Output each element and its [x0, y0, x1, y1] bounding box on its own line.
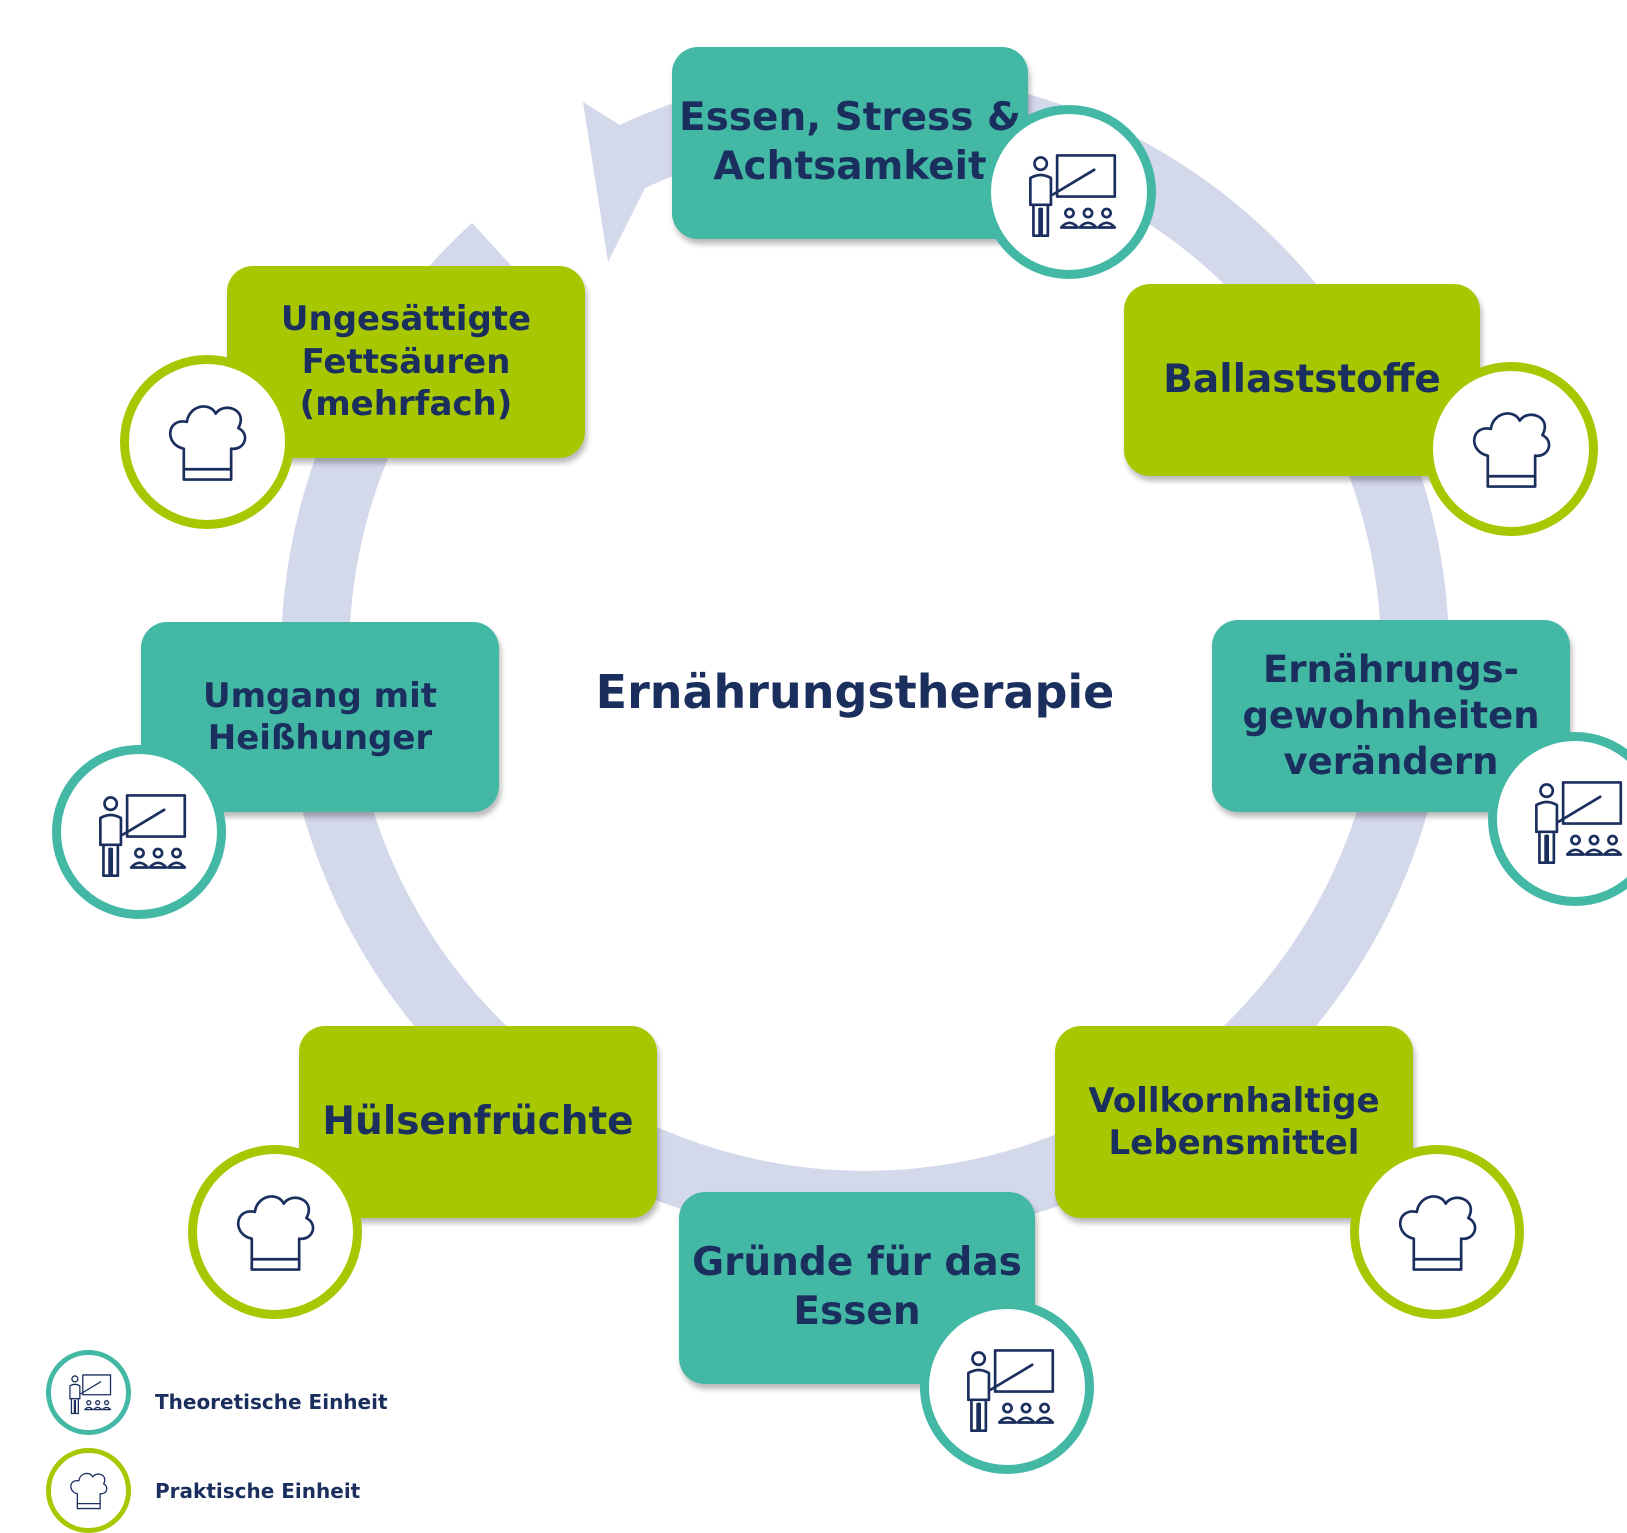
teacher-presentation-icon	[956, 1336, 1059, 1439]
node-badge-practice	[1424, 362, 1598, 536]
node-essen-stress: Essen, Stress &Achtsamkeit	[672, 47, 1028, 239]
node-label: Ballaststoffe	[1163, 356, 1441, 405]
node-label-line: gewohnheiten	[1242, 693, 1540, 737]
node-label-line: verändern	[1283, 740, 1499, 784]
node-badge-practice	[188, 1145, 362, 1319]
node-huelsenfruechte: Hülsenfrüchte	[299, 1026, 657, 1218]
chef-hat-icon	[1386, 1181, 1489, 1284]
legend-badge-practice	[46, 1448, 131, 1533]
node-label-line: Essen, Stress &	[678, 95, 1022, 141]
chef-hat-icon	[156, 391, 259, 494]
legend-badge-theory	[46, 1350, 131, 1435]
node-badge-theory	[982, 105, 1156, 279]
node-label-line: Ballaststoffe	[1163, 356, 1441, 402]
node-label-line: Umgang mit	[202, 675, 438, 716]
teacher-presentation-icon	[1018, 141, 1121, 244]
node-label: Hülsenfrüchte	[322, 1098, 633, 1147]
node-label-line: Gründe für das	[692, 1240, 1022, 1286]
node-label: Essen, Stress &Achtsamkeit	[679, 94, 1021, 192]
node-label-line: (mehrfach)	[299, 384, 513, 425]
node-badge-theory	[1488, 732, 1627, 906]
node-ballaststoffe: Ballaststoffe	[1124, 284, 1480, 476]
chef-hat-icon	[64, 1466, 114, 1516]
node-label-line: Heißhunger	[207, 718, 433, 758]
legend-label-practice: Praktische Einheit	[155, 1479, 361, 1503]
node-badge-theory	[920, 1300, 1094, 1474]
teacher-presentation-icon	[64, 1368, 114, 1418]
node-label-line: Achtsamkeit	[713, 144, 987, 189]
node-label-line: Vollkornhaltige	[1088, 1080, 1380, 1121]
chef-hat-icon	[1460, 398, 1563, 501]
teacher-presentation-icon	[1524, 768, 1627, 871]
legend-label-theory: Theoretische Einheit	[155, 1390, 388, 1414]
node-label-line: Ernährungs-	[1263, 647, 1519, 691]
node-label-line: Essen	[793, 1289, 921, 1334]
diagram-title: Ernährungstherapie	[595, 665, 1115, 719]
node-label-line: Ungesättigte	[280, 299, 532, 340]
node-badge-practice	[120, 355, 294, 529]
teacher-presentation-icon	[88, 781, 191, 884]
node-badge-practice	[1350, 1145, 1524, 1319]
node-label-line: Hülsenfrüchte	[322, 1098, 634, 1144]
node-badge-theory	[52, 745, 226, 919]
chef-hat-icon	[224, 1181, 327, 1284]
node-label-line: Lebensmittel	[1108, 1123, 1360, 1163]
node-label-line: Fettsäuren	[301, 341, 511, 382]
